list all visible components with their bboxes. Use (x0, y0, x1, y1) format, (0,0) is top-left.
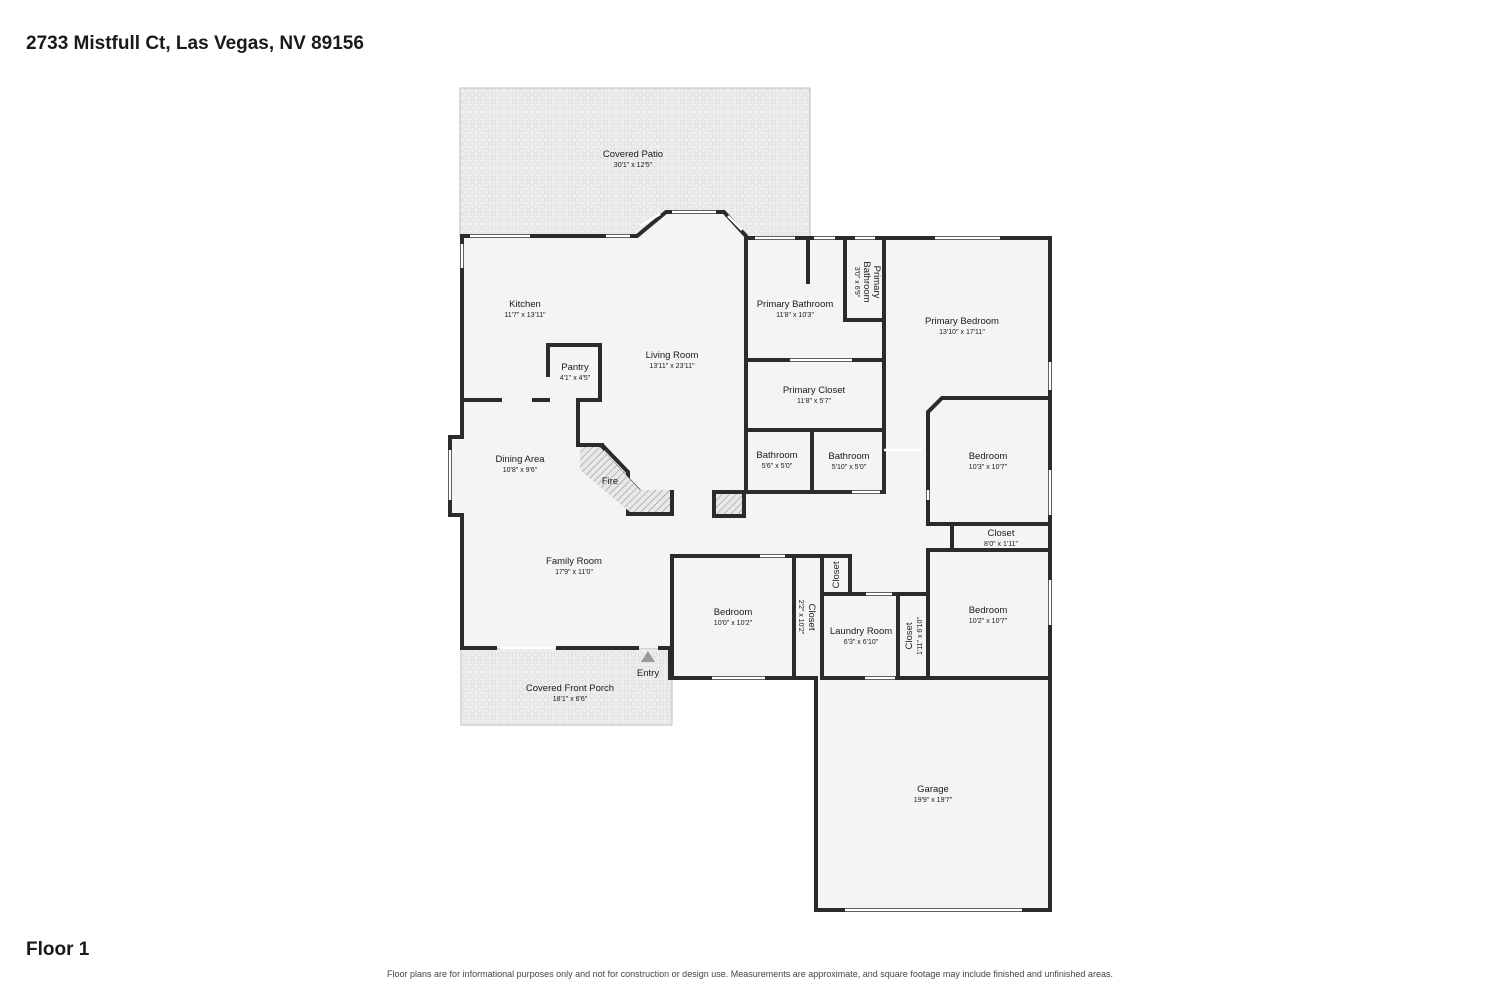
dims-closet-ne: 8'0" x 1'11" (984, 541, 1018, 548)
dims-primary-closet: 11'8" x 5'7" (797, 398, 831, 405)
dims-kitchen: 11'7" x 13'11" (504, 312, 546, 319)
entry-arrow-icon (641, 651, 655, 662)
dims-primary-bathroom-small: 3'0" x 6'9" (853, 267, 860, 298)
property-address: 2733 Mistfull Ct, Las Vegas, NV 89156 (26, 33, 364, 54)
room-labels: Covered Patio 30'1" x 12'5" Kitchen 11'7… (495, 149, 1018, 804)
dims-covered-front-porch: 18'1" x 6'6" (553, 696, 588, 703)
label-covered-patio: Covered Patio (603, 149, 663, 160)
dims-bedroom-s: 10'0" x 10'2" (714, 620, 753, 627)
label-bedroom-se: Bedroom (969, 605, 1008, 616)
label-family-room: Family Room (546, 556, 602, 567)
label-living-room: Living Room (646, 350, 699, 361)
dims-bedroom-ne: 10'3" x 10'7" (969, 464, 1008, 471)
dims-closet-s: 2'2" x 10'2" (797, 600, 804, 635)
label-bathroom-2: Bathroom (828, 451, 869, 462)
windows (448, 210, 1052, 912)
dims-family-room: 17'9" x 11'0" (555, 569, 593, 576)
label-primary-bathroom: Primary Bathroom (757, 299, 834, 310)
fireplace (580, 447, 670, 512)
dims-dining-area: 10'8" x 9'6" (503, 467, 538, 474)
dims-covered-patio: 30'1" x 12'5" (614, 162, 653, 169)
dims-garage: 19'9" x 19'7" (914, 797, 953, 804)
dims-bathroom-1: 5'6" x 5'0" (762, 463, 793, 470)
label-closet-s: Closet (806, 604, 817, 631)
label-primary-bathroom-small-2: Bathroom (861, 261, 872, 302)
label-garage: Garage (917, 784, 949, 795)
label-entry: Entry (637, 668, 659, 679)
dims-closet-laundry: 1'11" x 6'10" (917, 617, 924, 655)
dims-pantry: 4'1" x 4'5" (560, 375, 591, 382)
label-bedroom-ne: Bedroom (969, 451, 1008, 462)
disclaimer: Floor plans are for informational purpos… (387, 969, 1113, 979)
dims-primary-bathroom: 11'8" x 10'3" (776, 312, 814, 319)
label-primary-bathroom-small-1: Primary (871, 266, 882, 299)
label-laundry-room: Laundry Room (830, 626, 892, 637)
dims-laundry-room: 6'3" x 6'10" (844, 639, 879, 646)
front-porch-area (460, 647, 673, 726)
dims-living-room: 13'11" x 23'11" (649, 363, 695, 370)
floor-label: Floor 1 (26, 939, 90, 960)
label-bathroom-1: Bathroom (756, 450, 797, 461)
label-closet-ne: Closet (988, 528, 1015, 539)
label-primary-closet: Primary Closet (783, 385, 846, 396)
label-primary-bedroom: Primary Bedroom (925, 316, 999, 327)
dims-bathroom-2: 5'10" x 5'0" (832, 464, 867, 471)
label-dining-area: Dining Area (495, 454, 545, 465)
label-covered-front-porch: Covered Front Porch (526, 683, 614, 694)
dims-bedroom-se: 10'2" x 10'7" (969, 618, 1008, 625)
label-closet-small: Closet (831, 561, 842, 588)
label-bedroom-s: Bedroom (714, 607, 753, 618)
label-kitchen: Kitchen (509, 299, 541, 310)
label-pantry: Pantry (561, 362, 589, 373)
hatch-block (716, 494, 742, 514)
dims-primary-bedroom: 13'10" x 17'11" (939, 329, 985, 336)
label-fire: Fire (602, 476, 618, 487)
label-closet-laundry: Closet (904, 622, 915, 649)
covered-patio-area (459, 87, 811, 239)
